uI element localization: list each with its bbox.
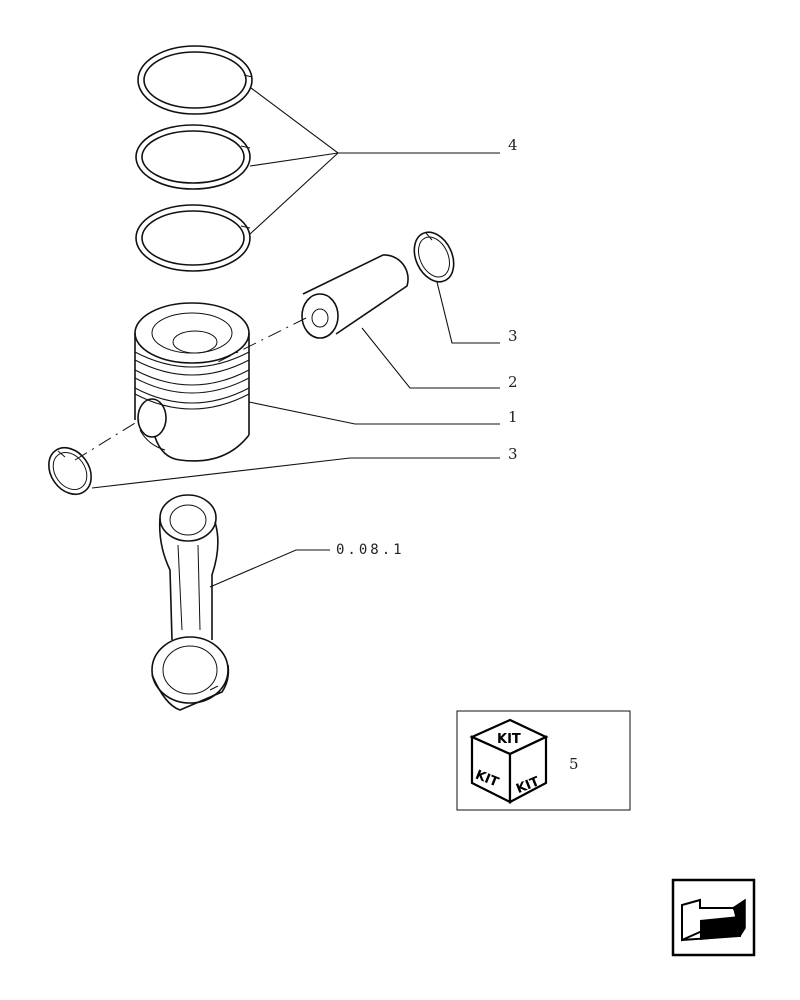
connecting-rod — [151, 494, 230, 711]
piston-ring-middle — [135, 124, 251, 190]
callout-kit-ref: 5 — [569, 755, 579, 773]
piston-pin — [301, 254, 409, 339]
piston — [134, 302, 250, 462]
callout-pin: 2 — [508, 373, 518, 391]
callout-snap-ring-bottom: 3 — [508, 445, 518, 463]
kit-box: KIT KIT KIT 5 — [456, 710, 631, 811]
callout-piston: 1 — [508, 408, 518, 426]
piston-ring-top — [137, 45, 253, 115]
snap-ring-left — [48, 447, 92, 495]
snap-ring-right — [413, 231, 455, 283]
piston-ring-bottom — [135, 204, 251, 272]
leader-lines — [74, 87, 500, 588]
callout-snap-ring-top: 3 — [508, 327, 518, 345]
back-arrow-button[interactable] — [671, 878, 756, 957]
callout-rings: 4 — [508, 136, 518, 154]
callout-conrod-ref[interactable]: 0.08.1 — [336, 542, 405, 558]
kit-cube-icon — [469, 718, 549, 804]
kit-top-label: KIT — [497, 732, 521, 747]
back-arrow-icon — [681, 898, 746, 942]
